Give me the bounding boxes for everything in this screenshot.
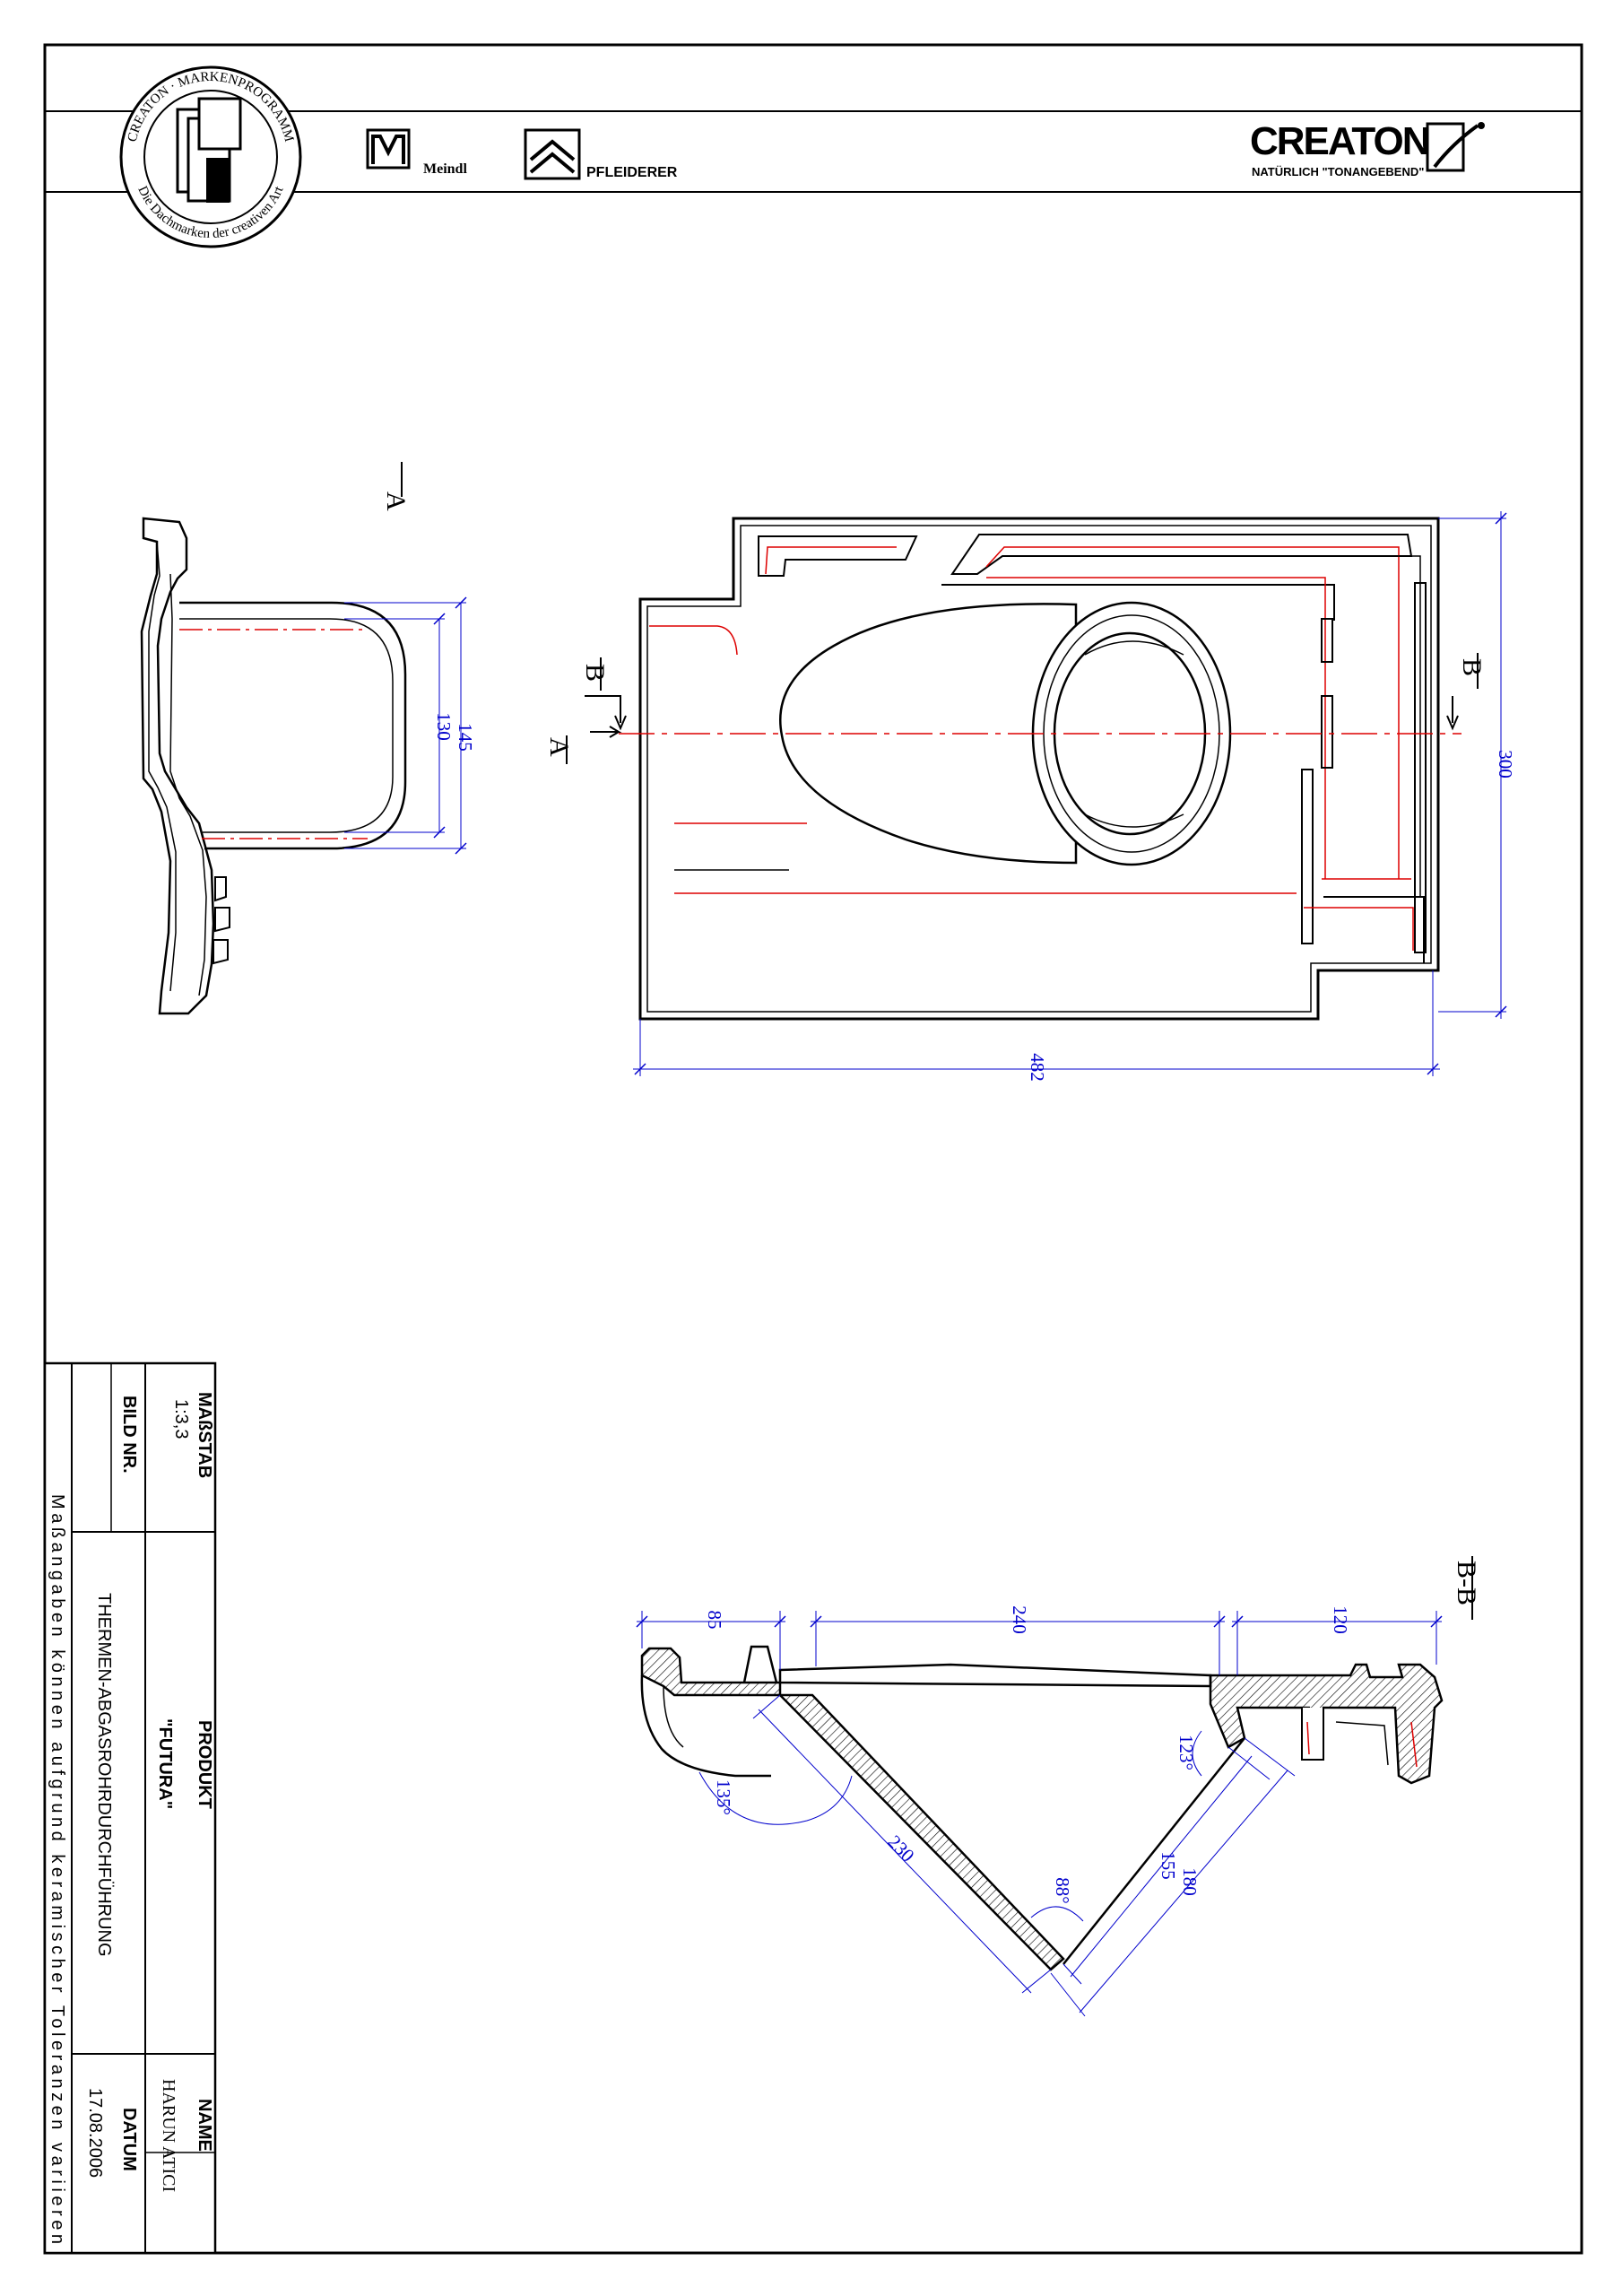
dim-side-outer: 145	[455, 723, 476, 752]
angle-right: 123°	[1175, 1735, 1197, 1770]
section-marker-a-left: A	[544, 737, 574, 757]
dim-plan-height: 300	[1495, 750, 1516, 778]
side-view-title: A	[381, 491, 411, 511]
date-label: DATUM	[119, 2108, 139, 2171]
pfleiderer-logo: PFLEIDERER	[524, 128, 678, 180]
dim-side-inner: 130	[433, 712, 455, 741]
product-label: PRODUKT	[195, 1720, 214, 1809]
section-marker-b-left: B	[580, 664, 610, 682]
creaton-markenprogramm-seal: CREATON · MARKENPROGRAMM Die Dachmarken …	[119, 65, 302, 248]
creaton-slogan: NATÜRLICH "TONANGEBEND"	[1252, 165, 1424, 178]
date-value: 17.08.2006	[85, 2088, 105, 2178]
dim-plan-width: 482	[1027, 1053, 1048, 1082]
dim-bb-middle: 240	[1009, 1605, 1030, 1634]
meindl-label: Meindl	[423, 161, 467, 177]
sheet-border	[43, 43, 1583, 2255]
dim-bb-slant: 230	[883, 1831, 918, 1866]
footnote: Maßangaben können aufgrund keramischer T…	[48, 1494, 67, 2244]
section-view-bb: B-B 85 240 120	[636, 1556, 1481, 2017]
angle-bottom: 88°	[1052, 1877, 1073, 1903]
dim-bb-short-inner: 155	[1158, 1851, 1179, 1880]
side-view-a: A 145 130	[140, 462, 476, 1015]
name-label: NAME	[195, 2099, 214, 2152]
angle-left: 135°	[713, 1779, 734, 1815]
pfleiderer-label: PFLEIDERER	[586, 165, 678, 180]
scale-value: 1:3,3	[171, 1399, 191, 1439]
section-title-bb: B-B	[1452, 1561, 1481, 1605]
product-name: "FUTURA"	[155, 1718, 175, 1809]
meindl-logo: Meindl	[366, 128, 467, 177]
scale-label: MAßSTAB	[195, 1392, 214, 1478]
dim-bb-right: 120	[1330, 1605, 1351, 1634]
section-marker-b-right: B	[1457, 658, 1487, 676]
image-no-label: BILD NR.	[119, 1396, 139, 1474]
name-value: HARUN ATICI	[159, 2079, 178, 2192]
plan-view: B A B 300 482	[544, 511, 1516, 1082]
product-desc: THERMEN-ABGASROHRDURCHFÜHRUNG	[94, 1593, 114, 1957]
title-block: MAßSTAB 1:3,3 BILD NR. PRODUKT "FUTURA" …	[43, 1361, 217, 2255]
creaton-logo: CREATON NATÜRLICH "TONANGEBEND"	[1250, 119, 1485, 178]
creaton-wordmark: CREATON	[1250, 119, 1429, 163]
dim-bb-short-outer: 180	[1179, 1867, 1201, 1896]
dim-bb-left: 85	[704, 1611, 725, 1630]
